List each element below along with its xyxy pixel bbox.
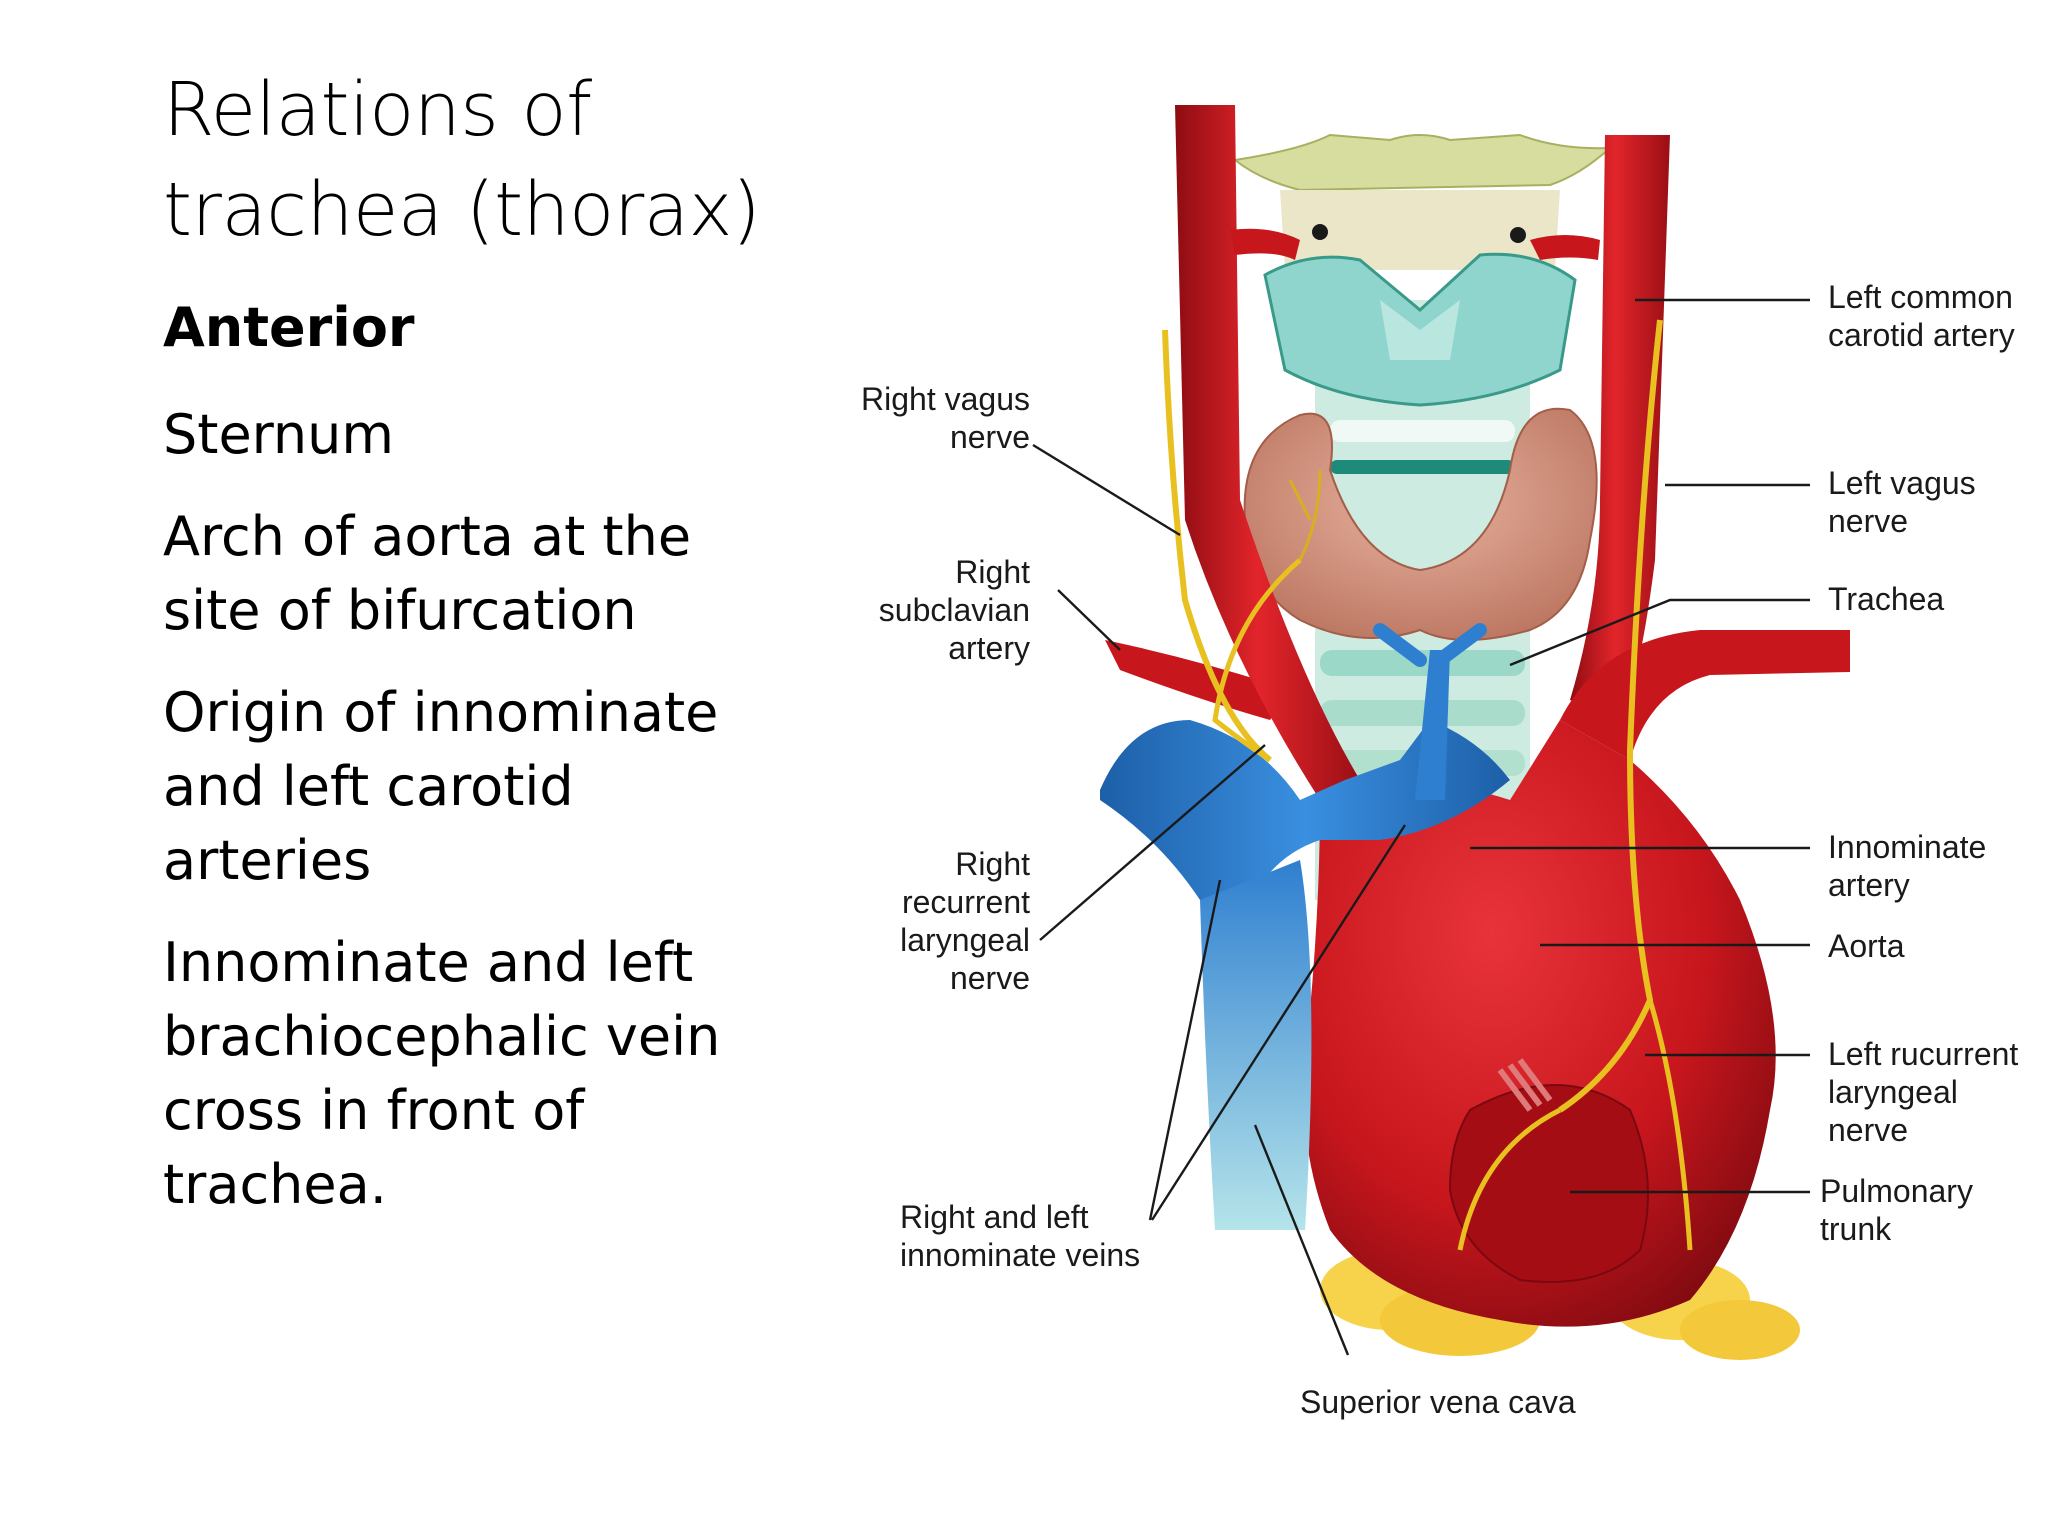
- bullet-line: Sternum: [163, 403, 394, 466]
- label-superior-vena-cava: Superior vena cava: [1300, 1384, 1576, 1420]
- leader-trachea: [1509, 598, 1810, 667]
- leader-svc: [1253, 1124, 1350, 1356]
- bullet-line: site of bifurcation: [163, 579, 637, 642]
- bullet-line: Arch of aorta at the: [163, 505, 692, 568]
- carotid-ostium-left: [1510, 227, 1526, 243]
- bullet-line: arteries: [163, 829, 372, 892]
- carotid-ostium-right: [1312, 224, 1328, 240]
- leader-right-innominate-vein: [1148, 879, 1222, 1221]
- right-common-carotid-artery: [1175, 105, 1360, 800]
- bullet-line: Origin of innominate: [163, 681, 719, 744]
- leader-right-recurrent: [1039, 744, 1266, 941]
- right-innominate-vein: [1100, 720, 1510, 940]
- bullet-line: trachea.: [163, 1153, 387, 1216]
- slide-text-panel: Relations of trachea (thorax) Anterior S…: [163, 60, 783, 1222]
- left-innominate-vein: [1415, 650, 1450, 800]
- section-heading: Anterior: [163, 296, 415, 359]
- right-carotid-branch: [1230, 228, 1300, 260]
- leader-right-subclavian: [1057, 589, 1121, 651]
- left-vagus-nerve: [1558, 319, 1663, 1113]
- slide-title-line-2: trachea (thorax): [163, 167, 761, 253]
- bullet-innominate-veins: Innominate and left brachiocephalic vein…: [163, 926, 783, 1222]
- pulmonary-trunk: [1448, 1084, 1649, 1283]
- ligamentum-arteriosum: [1497, 1058, 1553, 1112]
- thyroid-nerve-branch: [1288, 469, 1322, 561]
- slide-title-line-1: Relations of: [163, 67, 592, 153]
- larynx: [1232, 133, 1613, 407]
- label-trachea: Trachea: [1828, 581, 1944, 617]
- leader-right-vagus: [1032, 443, 1181, 537]
- right-subclavian-artery: [1105, 640, 1290, 720]
- bullet-arch-of-aorta: Arch of aorta at the site of bifurcation: [163, 500, 783, 648]
- left-carotid-branch: [1530, 235, 1600, 260]
- right-vagus-nerve: [1162, 329, 1272, 763]
- leader-lines: [1032, 298, 1810, 1356]
- leader-left-innominate-vein: [1150, 824, 1407, 1221]
- slide-title: Relations of trachea (thorax): [163, 60, 783, 260]
- left-recurrent-laryngeal-nerve: [1457, 999, 1693, 1251]
- bullet-line: and left carotid: [163, 755, 574, 818]
- bullet-line: cross in front of: [163, 1079, 585, 1142]
- bullet-sternum: Sternum: [163, 398, 783, 472]
- bullet-line: Innominate and left: [163, 931, 694, 994]
- aorta: [1303, 720, 1776, 1327]
- label-aorta: Aorta: [1828, 928, 1905, 964]
- bullet-origin-of-innominate: Origin of innominate and left carotid ar…: [163, 676, 783, 898]
- thymic-vein: [1373, 623, 1487, 667]
- superior-vena-cava: [1200, 860, 1312, 1230]
- bullet-line: brachiocephalic vein: [163, 1005, 721, 1068]
- left-common-carotid-artery: [1570, 135, 1670, 720]
- right-recurrent-laryngeal-nerve: [1212, 558, 1302, 763]
